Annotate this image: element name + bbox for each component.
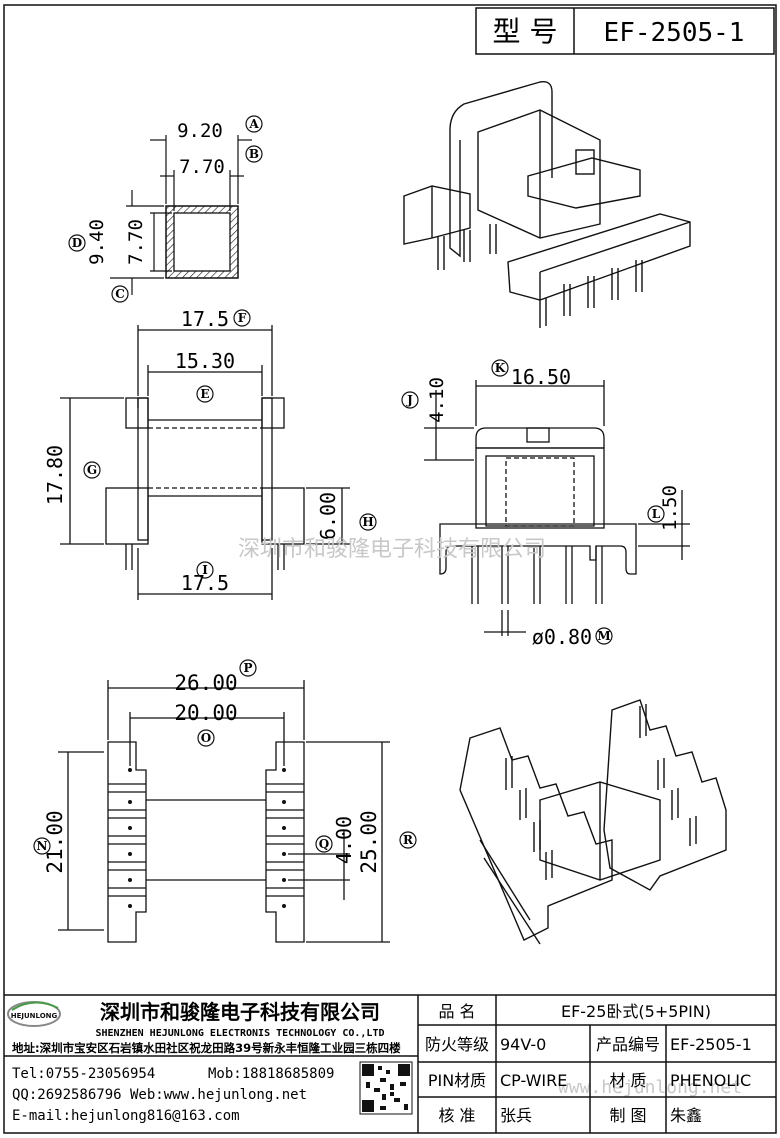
model-label: 型 号 bbox=[493, 15, 558, 48]
company-logo: HEJUNLONG bbox=[7, 1001, 61, 1027]
marker-f: F bbox=[233, 309, 251, 327]
info-block bbox=[4, 994, 776, 1133]
svg-text:J: J bbox=[406, 393, 413, 407]
svg-text:I: I bbox=[202, 563, 208, 577]
bottom-right-ribs bbox=[266, 783, 304, 897]
qr-code bbox=[359, 1061, 413, 1115]
dim-k-value: 16.50 bbox=[511, 365, 571, 389]
dim-d-value: 7.70 bbox=[125, 219, 147, 265]
dim-q-value: 4.00 bbox=[332, 816, 356, 864]
isometric-view-top bbox=[403, 81, 691, 328]
marker-d: D bbox=[68, 234, 86, 252]
bottom-view bbox=[58, 680, 390, 943]
marker-h: H bbox=[359, 513, 377, 531]
model-title-block: 型 号 EF-2505-1 bbox=[475, 7, 775, 55]
company-email: E-mail:hejunlong816@163.com bbox=[12, 1108, 240, 1124]
svg-text:L: L bbox=[652, 507, 661, 521]
dim-e-value: 15.30 bbox=[175, 349, 235, 373]
sheet-border bbox=[3, 4, 777, 1134]
marker-l: L bbox=[647, 505, 665, 523]
svg-text:E: E bbox=[200, 387, 209, 401]
dim-b-value: 7.70 bbox=[179, 156, 225, 178]
company-tel: Tel:0755-23056954 bbox=[12, 1066, 155, 1082]
marker-p: P bbox=[239, 659, 257, 677]
marker-a: A bbox=[245, 115, 263, 133]
marker-g: G bbox=[83, 461, 101, 479]
pin-holes bbox=[128, 768, 286, 908]
spec-mat-label: 材 质 bbox=[609, 1071, 646, 1090]
spec-check-value: 张兵 bbox=[500, 1106, 532, 1125]
marker-j: J bbox=[401, 391, 419, 409]
dim-m-value: ø0.80 bbox=[532, 625, 592, 649]
dim-j-value: 4.10 bbox=[426, 377, 448, 423]
svg-text:K: K bbox=[495, 361, 506, 375]
spec-code-label: 产品编号 bbox=[596, 1035, 660, 1054]
marker-q: Q bbox=[315, 835, 333, 853]
svg-text:N: N bbox=[37, 839, 48, 853]
svg-text:C: C bbox=[115, 287, 125, 301]
dim-p-value: 26.00 bbox=[174, 671, 237, 695]
marker-m: M bbox=[595, 627, 613, 645]
dim-a-value: 9.20 bbox=[177, 120, 223, 142]
bottom-left-ribs bbox=[108, 783, 146, 897]
svg-text:D: D bbox=[72, 236, 82, 250]
svg-text:O: O bbox=[201, 731, 211, 745]
spec-name-label: 品 名 bbox=[438, 1002, 475, 1021]
dim-r-value: 25.00 bbox=[357, 810, 381, 873]
company-address: 地址:深圳市宝安区石岩镇水田社区祝龙田路39号新永丰恒隆工业园三栋四楼 bbox=[12, 1041, 401, 1055]
front-view bbox=[60, 325, 350, 600]
svg-text:H: H bbox=[362, 515, 373, 529]
spec-name-value: EF-25卧式(5+5PIN) bbox=[561, 1002, 711, 1021]
spec-draw-label: 制 图 bbox=[609, 1106, 646, 1125]
marker-n: N bbox=[33, 837, 51, 855]
spec-fire-value: 94V-0 bbox=[500, 1035, 546, 1054]
marker-r: R bbox=[399, 831, 417, 849]
watermark-url: www.hejunlong.net bbox=[558, 1077, 742, 1098]
marker-b: B bbox=[245, 145, 263, 163]
svg-text:A: A bbox=[248, 117, 259, 131]
spec-pin-value: CP-WIRE bbox=[500, 1071, 567, 1090]
svg-text:F: F bbox=[238, 311, 247, 325]
model-value: EF-2505-1 bbox=[604, 18, 745, 48]
spec-table: 品 名 EF-25卧式(5+5PIN) 防火等级 94V-0 产品编号 EF-2… bbox=[425, 1002, 752, 1125]
company-mob: Mob:18818685809 bbox=[208, 1066, 334, 1082]
svg-text:G: G bbox=[87, 463, 97, 477]
watermark-text: 深圳市和骏隆电子科技有限公司 bbox=[238, 537, 546, 562]
side-view bbox=[424, 380, 690, 636]
company-name-en: SHENZHEN HEJUNLONG ELECTRONIS TECHNOLOGY… bbox=[96, 1028, 385, 1039]
svg-text:M: M bbox=[597, 629, 610, 643]
circle-markers: A B C D E F G H I J K L M N O P Q R bbox=[33, 115, 665, 855]
logo-text: HEJUNLONG bbox=[11, 1012, 58, 1020]
isometric-view-bottom bbox=[459, 699, 727, 945]
dim-n-value: 21.00 bbox=[43, 810, 67, 873]
company-name-cn: 深圳市和骏隆电子科技有限公司 bbox=[100, 1000, 380, 1024]
spec-check-label: 核 准 bbox=[438, 1106, 475, 1125]
marker-e: E bbox=[196, 385, 214, 403]
spec-fire-label: 防火等级 bbox=[425, 1035, 489, 1054]
company-qq-web: QQ:2692586796 Web:www.hejunlong.net bbox=[12, 1087, 307, 1103]
spec-code-value: EF-2505-1 bbox=[670, 1035, 752, 1054]
dim-f-value: 17.5 bbox=[181, 307, 229, 331]
spec-mat-value: PHENOLIC bbox=[670, 1071, 751, 1090]
dim-h-value: 6.00 bbox=[316, 492, 340, 540]
dim-i-value: 17.5 bbox=[181, 571, 229, 595]
spec-draw-value: 朱鑫 bbox=[670, 1106, 702, 1125]
dim-l-value: 1.50 bbox=[659, 485, 681, 531]
marker-c: C bbox=[111, 285, 129, 303]
marker-k: K bbox=[491, 359, 509, 377]
marker-o: O bbox=[197, 729, 215, 747]
svg-text:B: B bbox=[249, 147, 259, 161]
dim-g-value: 17.80 bbox=[43, 445, 67, 505]
marker-i: I bbox=[196, 561, 214, 579]
svg-text:P: P bbox=[243, 661, 252, 675]
cross-section-view bbox=[110, 135, 252, 295]
spec-pin-label: PIN材质 bbox=[428, 1071, 486, 1090]
dim-o-value: 20.00 bbox=[174, 701, 237, 725]
dim-c-value: 9.40 bbox=[86, 219, 108, 265]
svg-text:Q: Q bbox=[319, 837, 329, 851]
svg-text:R: R bbox=[403, 833, 414, 847]
